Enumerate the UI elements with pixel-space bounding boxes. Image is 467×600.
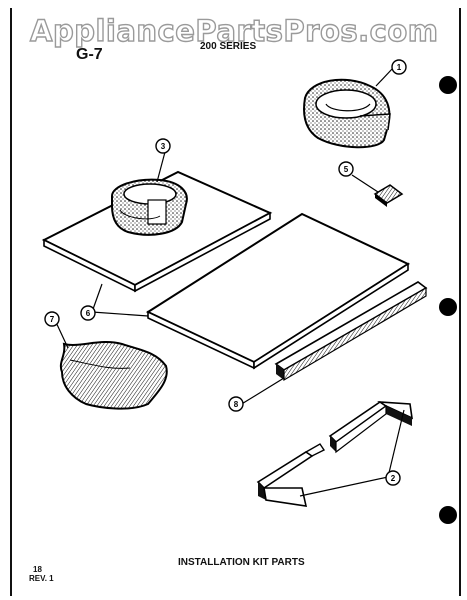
page-border-left xyxy=(10,8,12,596)
revision-label: REV. 1 xyxy=(29,574,54,583)
mounting-bracket-upper xyxy=(328,401,413,454)
callout-6: 6 xyxy=(80,305,96,321)
callout-3: 3 xyxy=(155,138,171,154)
callout-2: 2 xyxy=(385,470,401,486)
callout-2-label: 2 xyxy=(391,474,396,483)
mounting-bracket-lower xyxy=(256,443,326,507)
diagram-title: INSTALLATION KIT PARTS xyxy=(178,557,305,568)
series-label: 200 SERIES xyxy=(200,41,257,52)
foam-seal-roll xyxy=(303,78,391,149)
page-number: 18 xyxy=(33,565,42,574)
callout-7: 7 xyxy=(44,311,60,327)
diagram-code: G-7 xyxy=(76,46,103,63)
side-panel-right xyxy=(145,212,411,370)
callout-8: 8 xyxy=(228,396,244,412)
page-border-right xyxy=(459,8,461,596)
binder-hole-bottom xyxy=(439,506,457,524)
binder-hole-top xyxy=(439,76,457,94)
small-clip xyxy=(373,184,404,207)
foam-gasket xyxy=(111,178,188,236)
watermark-text: AppliancePartsPros.com xyxy=(29,13,439,48)
callout-8-label: 8 xyxy=(234,400,239,409)
callout-1-label: 1 xyxy=(397,63,402,72)
callout-5-label: 5 xyxy=(344,165,349,174)
callout-3-label: 3 xyxy=(161,142,166,151)
callout-6-label: 6 xyxy=(86,309,91,318)
flexible-seal xyxy=(59,341,168,410)
callout-7-label: 7 xyxy=(50,315,55,324)
callout-1: 1 xyxy=(391,59,407,75)
angle-rail xyxy=(274,281,428,382)
callout-5: 5 xyxy=(338,161,354,177)
binder-hole-middle xyxy=(439,298,457,316)
